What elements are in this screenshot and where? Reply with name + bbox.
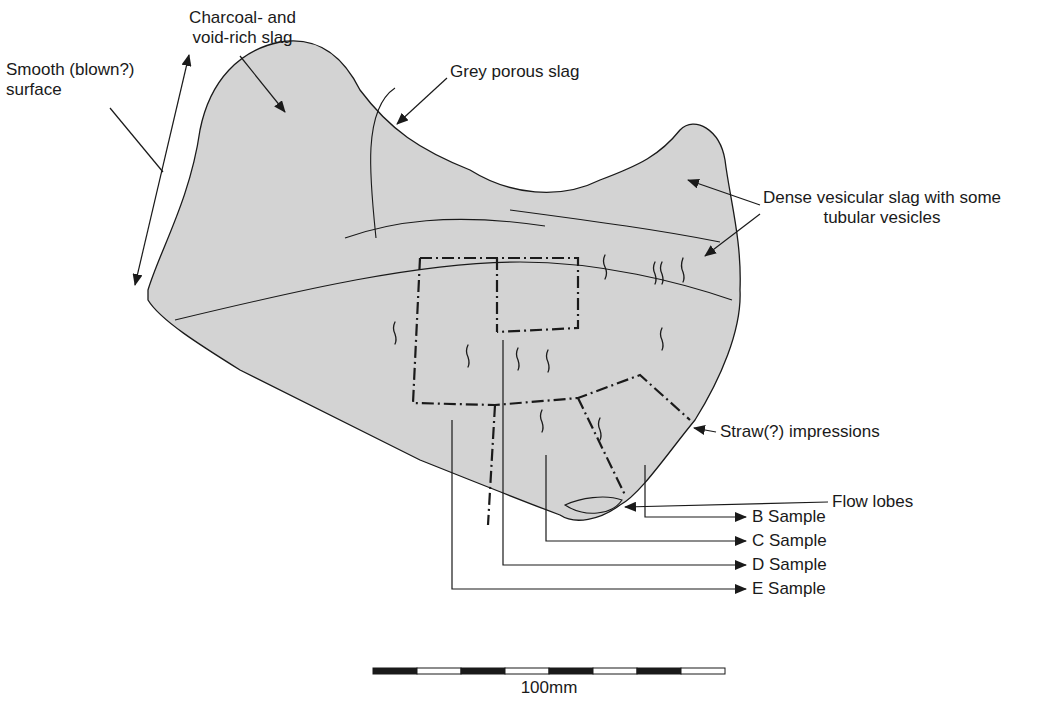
zone-label: Dense vesicular slag with some tubular v… <box>762 188 1002 228</box>
slag-outline <box>148 41 740 520</box>
leader-lines <box>110 55 828 589</box>
zone-label: Charcoal- and void-rich slag <box>180 8 305 48</box>
zone-label: Smooth (blown?) surface <box>6 60 146 100</box>
sample-label: C Sample <box>752 531 862 551</box>
feature-label: Straw(?) impressions <box>720 422 910 442</box>
tubular-vesicles <box>394 255 685 440</box>
scale-bar <box>373 668 725 674</box>
sample-label: E Sample <box>752 579 862 599</box>
zone-label: Grey porous slag <box>450 62 610 82</box>
feature-label: Flow lobes <box>832 492 952 512</box>
sample-cut-lines <box>413 258 690 525</box>
scale-label: 100mm <box>489 678 609 698</box>
sample-label: D Sample <box>752 555 862 575</box>
zone-boundaries <box>175 88 732 513</box>
